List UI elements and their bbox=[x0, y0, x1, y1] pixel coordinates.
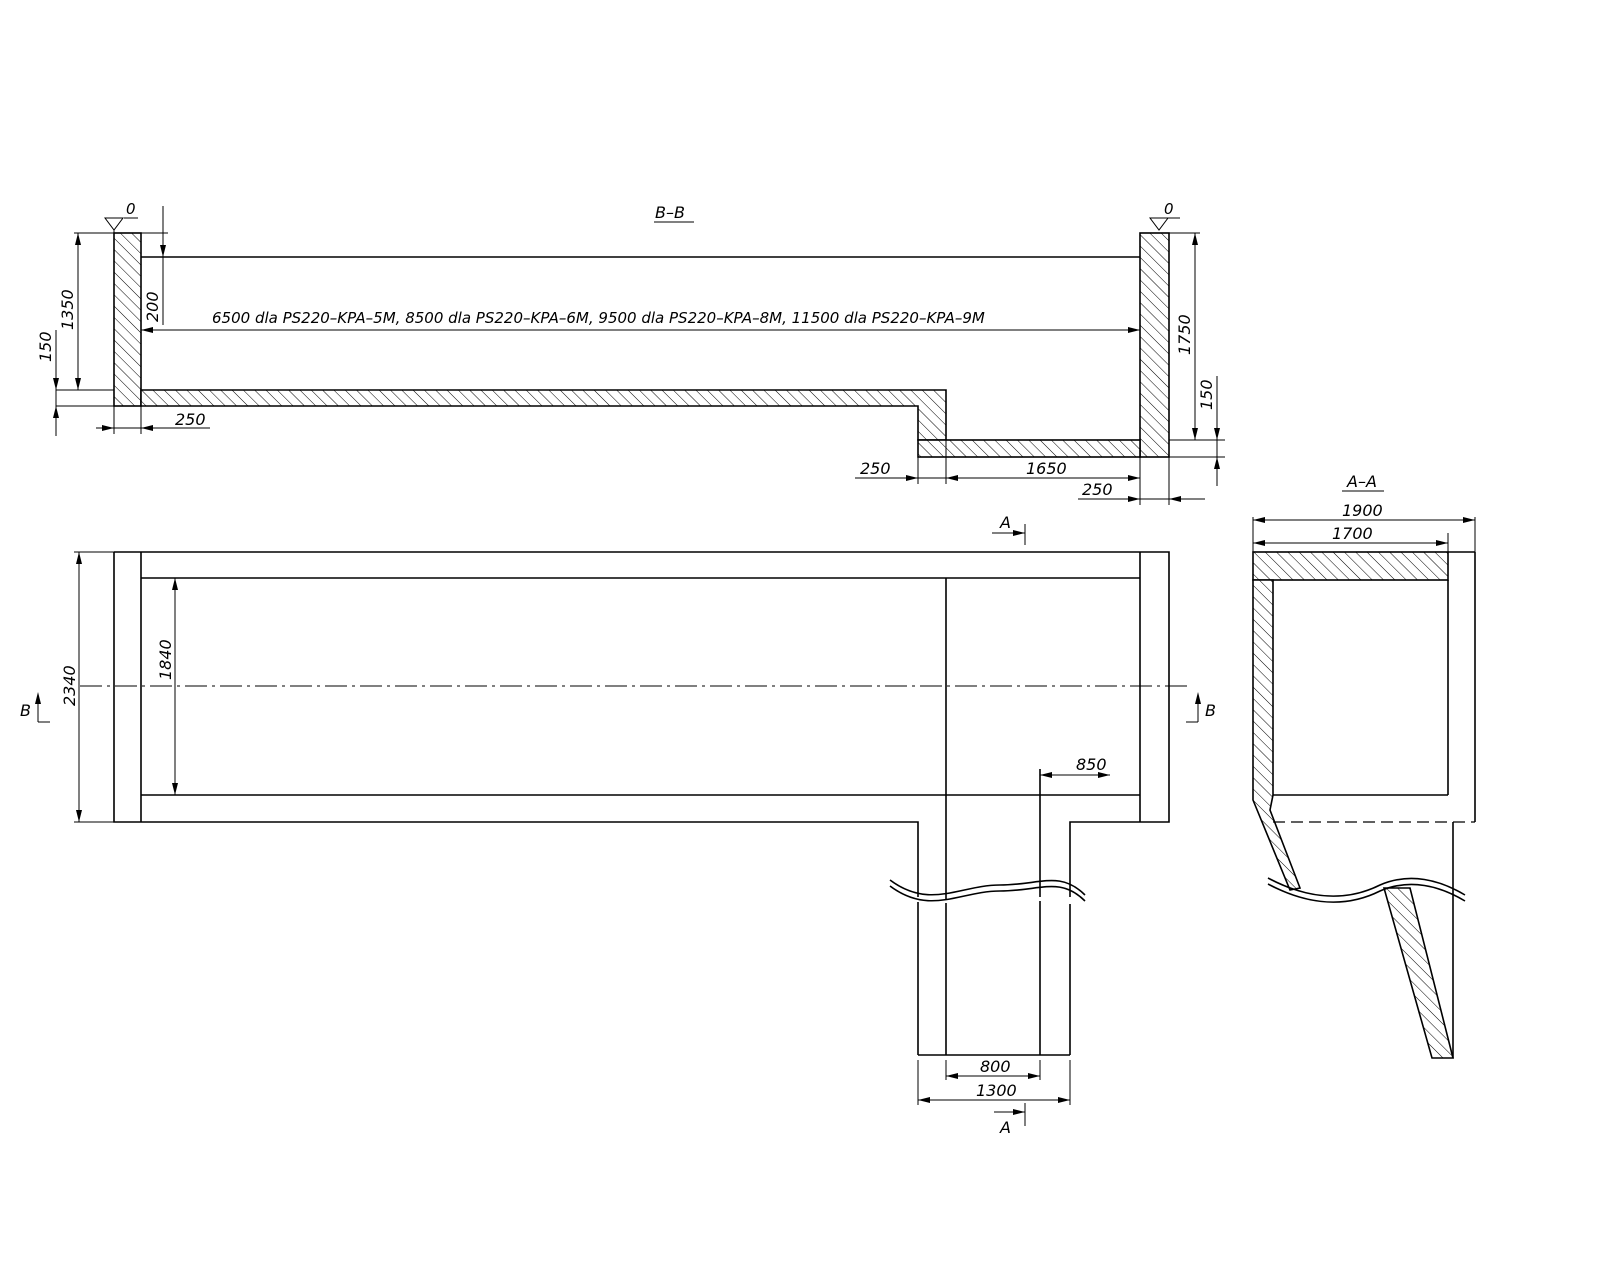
dim-2340: 2340 bbox=[60, 665, 79, 706]
section-bb: B–B 0 0 1350 bbox=[36, 200, 1225, 505]
dim-250-right: 250 bbox=[1082, 480, 1113, 499]
length-note: 6500 dla PS220–KPA–5M, 8500 dla PS220–KP… bbox=[212, 309, 985, 327]
section-bb-title: B–B bbox=[655, 203, 685, 222]
dim-1700: 1700 bbox=[1332, 524, 1373, 543]
aa-break-line bbox=[1267, 877, 1466, 897]
svg-text:A: A bbox=[999, 513, 1011, 532]
dim-150-left: 150 bbox=[36, 331, 55, 362]
section-aa-title: A–A bbox=[1346, 472, 1377, 491]
dim-800: 800 bbox=[980, 1057, 1011, 1076]
upper-floor-slab bbox=[140, 389, 947, 441]
right-wall bbox=[1139, 232, 1170, 458]
level-marker-left: 0 bbox=[104, 200, 138, 233]
dim-1350: 1350 bbox=[58, 289, 77, 330]
top-slab bbox=[1252, 551, 1449, 581]
dim-1300: 1300 bbox=[976, 1081, 1017, 1100]
svg-text:0: 0 bbox=[126, 200, 136, 218]
section-marker-a-top: A bbox=[992, 513, 1026, 545]
dim-250-step: 250 bbox=[860, 459, 891, 478]
section-marker-b-left: B bbox=[20, 692, 50, 723]
svg-text:A: A bbox=[999, 1118, 1011, 1137]
dim-250-left: 250 bbox=[175, 410, 206, 429]
level-marker-right: 0 bbox=[1149, 200, 1180, 231]
aa-left-wall bbox=[1252, 579, 1302, 891]
break-line bbox=[889, 879, 1086, 896]
plan-view: 2340 1840 850 800 1300 A bbox=[20, 513, 1216, 1137]
dim-150-right: 150 bbox=[1197, 379, 1216, 410]
lower-floor-slab bbox=[917, 439, 1141, 458]
svg-text:B: B bbox=[1205, 701, 1216, 720]
dim-1900: 1900 bbox=[1342, 501, 1383, 520]
dim-1840: 1840 bbox=[156, 639, 175, 680]
section-marker-a-bottom: A bbox=[994, 1103, 1026, 1137]
plan-outline bbox=[114, 551, 1170, 897]
dim-200: 200 bbox=[143, 291, 162, 322]
aa-slanted-slab bbox=[1382, 887, 1455, 1059]
dim-850: 850 bbox=[1076, 755, 1107, 774]
dim-1750: 1750 bbox=[1175, 314, 1194, 355]
svg-text:B: B bbox=[20, 701, 31, 720]
section-aa: A–A 1900 1700 bbox=[1252, 472, 1476, 1059]
svg-text:0: 0 bbox=[1164, 200, 1174, 218]
left-wall bbox=[113, 232, 142, 407]
dim-1650: 1650 bbox=[1026, 459, 1067, 478]
section-marker-b-right: B bbox=[1186, 692, 1216, 723]
